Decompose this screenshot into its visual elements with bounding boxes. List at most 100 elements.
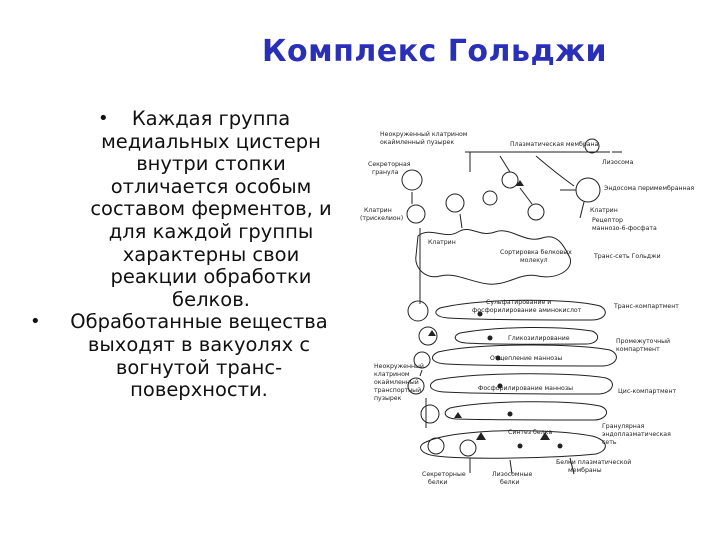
label-sorting: молекул xyxy=(520,257,548,264)
golgi-vesicle xyxy=(407,377,425,395)
label-receptor: Рецептор xyxy=(592,217,623,224)
protein-marker xyxy=(454,412,462,418)
label-granular-er: Гранулярная xyxy=(602,423,645,430)
protein-marker xyxy=(495,355,501,361)
bullet-line: Обработанные вещества xyxy=(70,310,328,334)
label-secretory-granule: Секреторная xyxy=(368,161,411,168)
golgi-vesicle xyxy=(420,404,440,424)
transport-arrow xyxy=(535,155,575,187)
label-protein-synthesis: Синтез белка xyxy=(508,428,552,436)
label-secretory-granule: гранула xyxy=(372,169,399,176)
golgi-diagram: Неокруженный клатрином окаймленный пузыр… xyxy=(360,130,694,486)
label-lysosomal-proteins: белки xyxy=(500,478,519,486)
bullet-line: отличается особым xyxy=(110,174,312,198)
transport-arrow xyxy=(499,155,511,173)
protein-marker xyxy=(540,432,550,440)
bullet-line: характерны свои xyxy=(122,242,300,266)
label-glycosylation: Гликозилирование xyxy=(508,335,570,342)
label-sulfation: Сульфатирование и xyxy=(486,299,551,306)
label-intermediate: компартмент xyxy=(616,346,660,353)
label-clathrin-triskelion: Клатрин xyxy=(364,207,392,214)
bullet-marker: • xyxy=(30,311,41,333)
label-intermediate: Промежуточный xyxy=(616,337,670,345)
rough-er xyxy=(420,430,606,459)
label-granular-er: сеть xyxy=(602,439,617,446)
transport-vesicle xyxy=(482,190,498,206)
protein-marker xyxy=(517,443,523,449)
protein-marker xyxy=(507,411,513,417)
endosome xyxy=(575,177,601,203)
protein-marker xyxy=(516,180,524,186)
golgi-vesicle xyxy=(427,437,445,455)
label-sorting: Сортировка белковых xyxy=(500,248,572,256)
label-cis-compartment: Цис-компартмент xyxy=(618,388,677,395)
transport-vesicle xyxy=(406,204,426,224)
label-clathrin-lower: Клатрин xyxy=(428,239,456,246)
label-nonfringed-mid: Неокруженный xyxy=(374,362,424,370)
golgi-vesicle xyxy=(459,439,477,457)
label-endosome: Эндосома перимембранная xyxy=(604,184,694,192)
protein-marker xyxy=(477,311,483,317)
bullet-line: белков. xyxy=(172,287,250,311)
bullet-line: составом ферментов, и xyxy=(90,197,332,221)
golgi-vesicle xyxy=(407,300,429,322)
protein-marker xyxy=(557,443,563,449)
label-trans-compartment: Транс-компартмент xyxy=(613,303,679,310)
bullet-line: медиальных цистерн xyxy=(101,129,321,153)
bullet-line: для каждой группы xyxy=(108,219,314,243)
bullet-line: реакции обработки xyxy=(110,265,312,289)
label-clathrin-triskelion: (трискелион) xyxy=(360,215,403,222)
transport-arrow xyxy=(459,213,463,229)
label-nonfringed-top: Неокруженный клатрином xyxy=(380,130,468,138)
golgi-vesicle xyxy=(413,351,431,369)
trans-golgi-network xyxy=(415,228,572,285)
lysosome xyxy=(584,138,600,154)
label-clathrin-right: Клатрин xyxy=(590,207,618,214)
label-plasma-proteins: мембраны xyxy=(568,466,602,474)
golgi-cisterna xyxy=(444,401,608,421)
golgi-cisterna xyxy=(454,326,599,345)
transport-arrow xyxy=(419,369,423,377)
transport-arrow xyxy=(569,457,575,475)
label-granular-er: эндоплазматическая xyxy=(602,431,671,438)
label-phosphorylation: Фосфорилирование маннозы xyxy=(478,385,573,392)
transport-arrow xyxy=(519,187,533,205)
bullet-line: внутри стопки xyxy=(136,152,286,176)
label-plasma-proteins: Белки плазматической xyxy=(556,458,631,466)
label-plasma-membrane: Плазматическая мембрана xyxy=(510,140,599,148)
bullet-list: • Каждая группа медиальных цистерн внутр… xyxy=(30,107,360,402)
label-secretory-proteins: Секреторные xyxy=(422,471,466,478)
label-nonfringed-mid: пузырек xyxy=(374,395,402,402)
label-lysosomal-proteins: Лизосомные xyxy=(492,471,533,478)
secretory-granule xyxy=(401,169,423,191)
label-nonfringed-top: окаймленный пузырек xyxy=(380,138,454,146)
bullet-line: Каждая группа xyxy=(131,107,291,130)
protein-marker xyxy=(497,383,503,389)
label-nonfringed-mid: окаймленный xyxy=(374,378,419,386)
golgi-cisterna xyxy=(431,344,617,367)
bullet-marker: • xyxy=(98,108,109,129)
label-receptor: маннозо-6-фосфата xyxy=(592,225,657,232)
label-sialic: Отщепление маннозы xyxy=(490,355,562,362)
label-secretory-proteins: белки xyxy=(428,478,447,486)
protein-marker xyxy=(476,432,486,440)
transport-arrow xyxy=(509,459,513,475)
label-sulfation: фосфорилирование аминокислот xyxy=(472,307,582,314)
bullet-line: вогнутой транс- xyxy=(115,355,283,379)
label-trans-golgi: Транс-сеть Гольджи xyxy=(593,253,661,260)
protein-marker xyxy=(487,335,493,341)
bullet-item: • Каждая группа медиальных цистерн внутр… xyxy=(30,107,360,311)
transport-vesicle xyxy=(501,171,519,189)
slide-title: Комплекс Гольджи xyxy=(262,34,608,69)
label-lysosome: Лизосома xyxy=(602,159,634,166)
protein-marker xyxy=(428,330,436,336)
golgi-vesicle xyxy=(418,326,438,346)
label-nonfringed-mid: клатрином xyxy=(374,371,410,378)
bullet-line: выходят в вакуолях с xyxy=(87,332,311,356)
transport-arrow xyxy=(579,201,585,219)
bullet-line: поверхности. xyxy=(130,378,268,402)
transport-vesicle xyxy=(527,203,545,221)
transport-vesicle xyxy=(445,193,465,213)
golgi-cisterna xyxy=(429,373,613,395)
golgi-cisterna xyxy=(435,299,606,321)
